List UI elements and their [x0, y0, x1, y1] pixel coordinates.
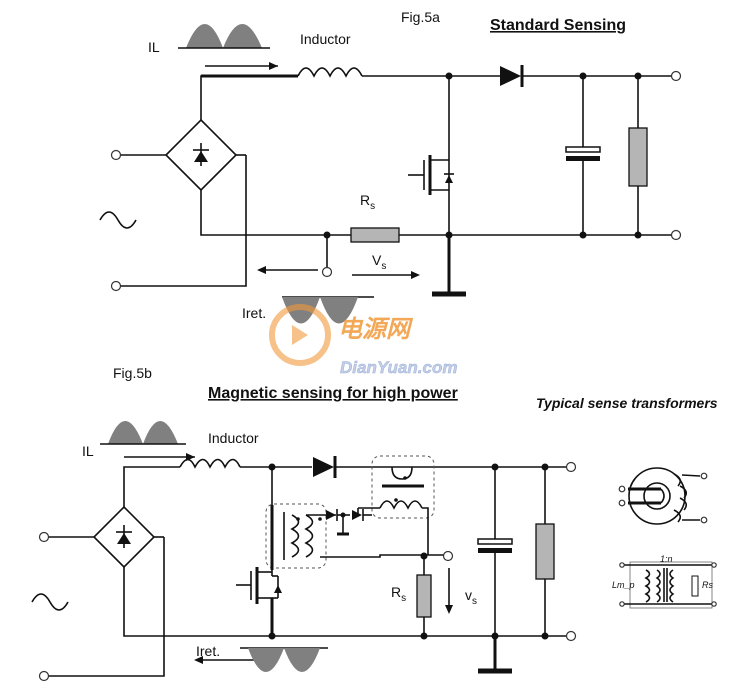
fig5b-il-waveform: [108, 421, 178, 444]
fig5a-iret-label: Iret.: [242, 305, 266, 321]
fig5a-schematic: Fig.5a Standard Sensing IL Inductor: [99, 9, 682, 324]
fig5a-vs-label: Vs: [372, 252, 386, 272]
fig5b-label: Fig.5b: [113, 365, 152, 381]
fig5a-inductor: [297, 67, 363, 78]
transformers-lm-label: Lm_p: [612, 580, 635, 590]
fig5b-bridge-rectifier: [92, 505, 156, 569]
fig5a-mosfet: [408, 76, 454, 235]
typical-sense-transformers: Typical sense transformers: [536, 395, 718, 609]
fig5a-il-label: IL: [148, 39, 160, 55]
fig5b-ac-source-symbol: [31, 593, 69, 611]
fig5a-bridge-rectifier: [164, 118, 238, 192]
fig5a-diode: [500, 65, 524, 87]
fig5b-iret-waveform: [248, 648, 320, 672]
fig5b-rs-label: Rs: [391, 584, 406, 604]
toroid-transformer-icon: [618, 467, 708, 525]
fig5b-rs-resistor: [416, 574, 432, 618]
fig5b-sense-transformer-upper: [371, 455, 435, 519]
fig5b-diode: [313, 456, 337, 478]
fig5b-small-diodes: [326, 508, 372, 536]
watermark-en: DianYuan.com: [340, 358, 457, 377]
fig5a-rs-label: Rs: [360, 192, 375, 212]
fig5b-il-label: IL: [82, 443, 94, 459]
fig5a-label: Fig.5a: [401, 9, 440, 25]
fig5a-inductor-label: Inductor: [300, 31, 351, 47]
fig5a-rs-resistor: [350, 227, 400, 243]
fig5b-inductor-label: Inductor: [208, 430, 259, 446]
fig5a-iret-waveform: [282, 297, 358, 324]
fig5b-inductor: [179, 458, 241, 469]
watermark-cn: 电源网: [338, 316, 414, 343]
fig5b-mosfet: [236, 567, 282, 604]
fig5b-load-resistor: [535, 467, 555, 636]
fig5b-iret-label: Iret.: [196, 643, 220, 659]
transformers-rs-label: Rs: [702, 580, 713, 590]
transformers-title: Typical sense transformers: [536, 395, 718, 411]
fig5a-capacitor: [565, 76, 601, 235]
fig5b-title: Magnetic sensing for high power: [208, 385, 458, 402]
fig5a-title: Standard Sensing: [490, 17, 626, 34]
fig5a-output-terminal-pos: [670, 70, 682, 82]
fig5b-schematic: Fig.5b Magnetic sensing for high power I…: [31, 365, 577, 682]
fig5a-load-resistor: [628, 76, 648, 235]
transformers-ratio-label: 1:n: [660, 554, 673, 564]
fig5a-ac-source-symbol: [99, 211, 137, 229]
fig5b-sense-transformer-lower: [265, 503, 327, 570]
watermark-logo: 电源网 DianYuan.com: [269, 304, 458, 377]
transformer-equivalent-circuit-icon: 1:n Lm_p Rs: [612, 554, 717, 609]
fig5a-output-terminal-neg: [670, 229, 682, 241]
fig5a-il-waveform: [186, 24, 262, 48]
fig5b-vs-label: vs: [465, 587, 477, 607]
fig5b-capacitor: [477, 467, 513, 636]
